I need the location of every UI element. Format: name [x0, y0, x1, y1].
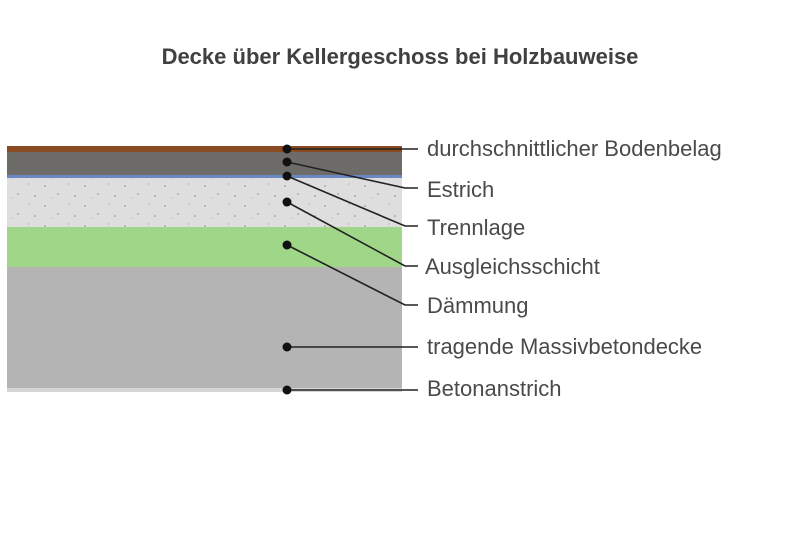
leader-line-daemmung: [286, 244, 418, 306]
layer-trennlage: [7, 175, 402, 178]
layer-betonanstrich: [7, 388, 402, 392]
marker-dot-bodenbelag: [282, 144, 292, 154]
leader-line-trennlage: [286, 175, 418, 227]
label-ausgleichsschicht: Ausgleichsschicht: [425, 254, 600, 279]
marker-dot-massivbetondecke: [282, 342, 292, 352]
leader-line-estrich: [286, 161, 418, 189]
diagram-title: Decke über Kellergeschoss bei Holzbauwei…: [161, 44, 639, 69]
label-bodenbelag: durchschnittlicher Bodenbelag: [427, 136, 722, 161]
layer-estrich: [7, 152, 402, 175]
label-massivbetondecke: tragende Massivbetondecke: [427, 334, 703, 359]
layer-ausgleichsschicht: [7, 178, 402, 227]
label-betonanstrich: Betonanstrich: [427, 376, 562, 401]
marker-dot-trennlage: [282, 171, 292, 181]
layer-massivbetondecke: [7, 267, 402, 388]
marker-dot-betonanstrich: [282, 385, 292, 395]
label-estrich: Estrich: [427, 177, 495, 202]
label-trennlage: Trennlage: [427, 215, 526, 240]
label-daemmung: Dämmung: [427, 293, 529, 318]
marker-dot-daemmung: [282, 240, 292, 250]
layer-bodenbelag: [7, 146, 402, 152]
marker-dot-ausgleichsschicht: [282, 197, 292, 207]
layer-daemmung: [7, 227, 402, 267]
marker-dot-estrich: [282, 157, 292, 167]
leader-line-ausgleichsschicht: [286, 201, 418, 267]
